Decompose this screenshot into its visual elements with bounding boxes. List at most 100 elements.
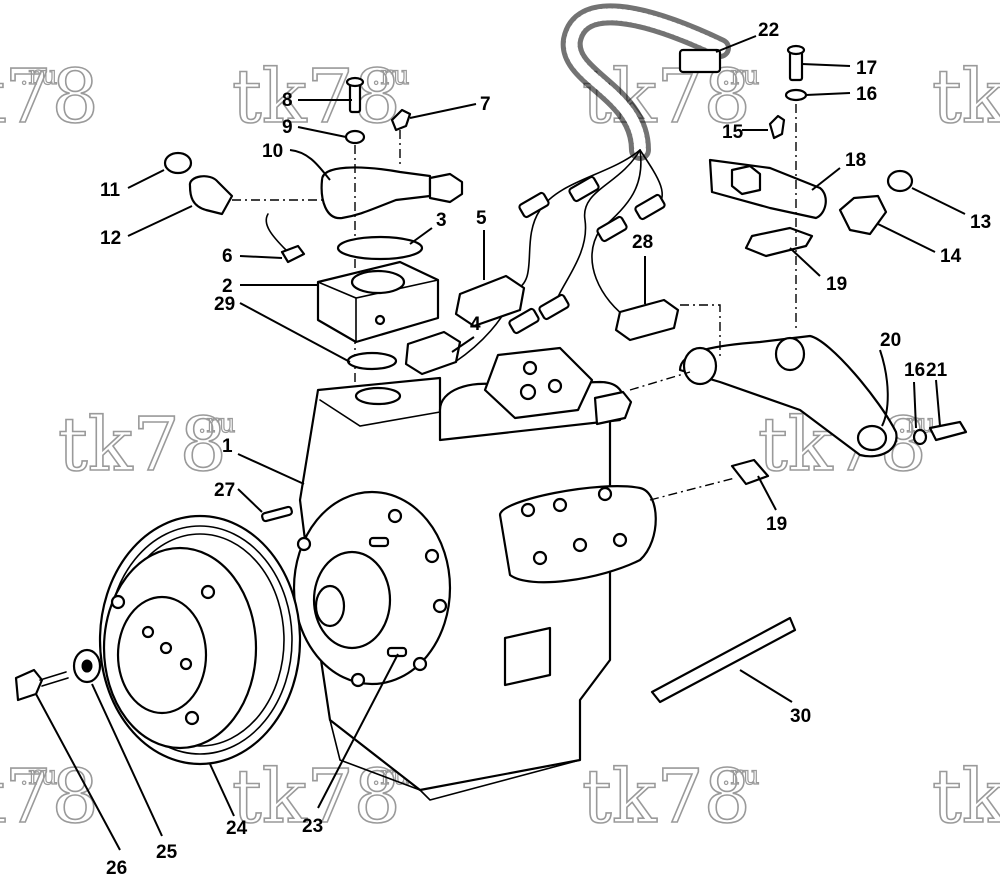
svg-text:tk78: tk78 <box>0 754 99 840</box>
svg-text:.ru: .ru <box>722 61 759 91</box>
suction-adapter <box>188 175 234 216</box>
svg-text:.ru: .ru <box>372 61 409 91</box>
svg-text:tk78: tk78 <box>0 54 99 140</box>
pressure-switch-lower <box>404 330 462 376</box>
harness-plug <box>518 191 550 219</box>
harness-plug <box>538 293 570 321</box>
side-plate <box>498 485 657 584</box>
callout-4: 4 <box>470 314 481 335</box>
harness-plug <box>596 215 628 243</box>
callout-25: 25 <box>156 842 178 863</box>
watermark: tk78 .ru <box>0 53 100 141</box>
callout-15: 15 <box>722 122 744 143</box>
callout-5: 5 <box>476 208 487 229</box>
harness-connector <box>678 48 722 74</box>
callout-6: 6 <box>222 246 233 267</box>
svg-text:.ru: .ru <box>722 761 759 791</box>
callout-22: 22 <box>758 20 779 41</box>
callout-14: 14 <box>940 246 962 267</box>
suction-service-valve <box>320 166 432 220</box>
head-cover <box>483 346 594 420</box>
callout-2: 2 <box>222 276 233 297</box>
watermark: tk78 .ru <box>57 401 236 489</box>
callout-9: 9 <box>282 117 293 138</box>
pulley-bolt-head <box>14 668 44 702</box>
o-ring <box>163 151 193 175</box>
watermark: tk78 .ru <box>231 53 410 141</box>
callout-8: 8 <box>282 90 293 111</box>
callout-16: 16 <box>856 84 877 105</box>
valve-hex <box>428 172 464 204</box>
pulley-assembly <box>14 505 302 766</box>
callout-3: 3 <box>436 210 447 231</box>
bolt <box>928 420 968 442</box>
seal-housing <box>292 490 452 688</box>
bolt-head <box>345 76 365 88</box>
temperature-sensor <box>280 244 306 264</box>
leader-lines <box>35 35 966 851</box>
svg-text:tk78: tk78 <box>232 754 401 840</box>
service-fitting <box>768 114 786 140</box>
callout-16: 16 <box>904 360 925 381</box>
washer <box>912 428 928 446</box>
callout-19: 19 <box>826 274 847 295</box>
svg-text:tk78: tk78 <box>232 54 401 140</box>
callout-26: 26 <box>106 858 127 879</box>
svg-text:.ru: .ru <box>20 761 57 791</box>
callout-7: 7 <box>480 94 491 115</box>
svg-text:.ru: .ru <box>198 409 235 439</box>
pressure-switches <box>404 274 680 376</box>
watermark: tk78 <box>931 53 1000 141</box>
callout-10: 10 <box>262 141 283 162</box>
harness-plug <box>508 307 540 335</box>
discharge-fittings <box>629 44 968 501</box>
callout-12: 12 <box>100 228 121 249</box>
pressure-switch-upper <box>454 274 526 328</box>
callout-23: 23 <box>302 816 323 837</box>
watermark: tk78 .ru <box>581 753 760 841</box>
callout-28: 28 <box>632 232 653 253</box>
watermark: tk78 <box>931 753 1000 841</box>
callout-17: 17 <box>856 58 877 79</box>
watermark: tk78 .ru <box>0 753 100 841</box>
harness-plug <box>634 193 666 221</box>
valve-hex <box>730 164 762 196</box>
discharge-adapter <box>838 194 888 236</box>
washer <box>784 88 808 102</box>
shaft-key <box>261 505 293 523</box>
access-plate <box>503 626 552 687</box>
gasket <box>346 351 398 371</box>
callout-1: 1 <box>222 436 233 457</box>
discharge-manifold <box>678 334 898 458</box>
callout-13: 13 <box>970 212 991 233</box>
callout-21: 21 <box>926 360 948 381</box>
washer <box>344 129 366 145</box>
o-ring <box>886 169 914 193</box>
manifold-port <box>350 269 406 295</box>
svg-text:tk78: tk78 <box>932 54 1000 140</box>
gasket <box>744 226 814 258</box>
callout-29: 29 <box>214 294 235 315</box>
harness-plug <box>568 175 600 203</box>
callout-20: 20 <box>880 330 901 351</box>
suction-fittings <box>163 76 464 410</box>
discharge-service-valve <box>708 158 827 220</box>
seal-tool <box>650 616 797 704</box>
svg-text:tk78: tk78 <box>582 754 751 840</box>
elbow-fitting <box>390 108 412 132</box>
callout-labels: 1 2 3 4 5 6 7 8 9 10 11 12 13 14 15 16 1… <box>100 20 991 879</box>
wire-harness <box>454 3 731 363</box>
callout-11: 11 <box>100 180 121 201</box>
callout-19: 19 <box>766 514 787 535</box>
pressure-switch-right <box>614 298 680 342</box>
callout-24: 24 <box>226 818 248 839</box>
callout-30: 30 <box>790 706 811 727</box>
suction-manifold <box>265 213 440 371</box>
callout-18: 18 <box>845 150 866 171</box>
callout-27: 27 <box>214 480 235 501</box>
shaft <box>314 584 346 628</box>
manifold-block <box>316 260 440 344</box>
pulley-hub <box>116 595 208 715</box>
discharge-port <box>593 390 633 426</box>
